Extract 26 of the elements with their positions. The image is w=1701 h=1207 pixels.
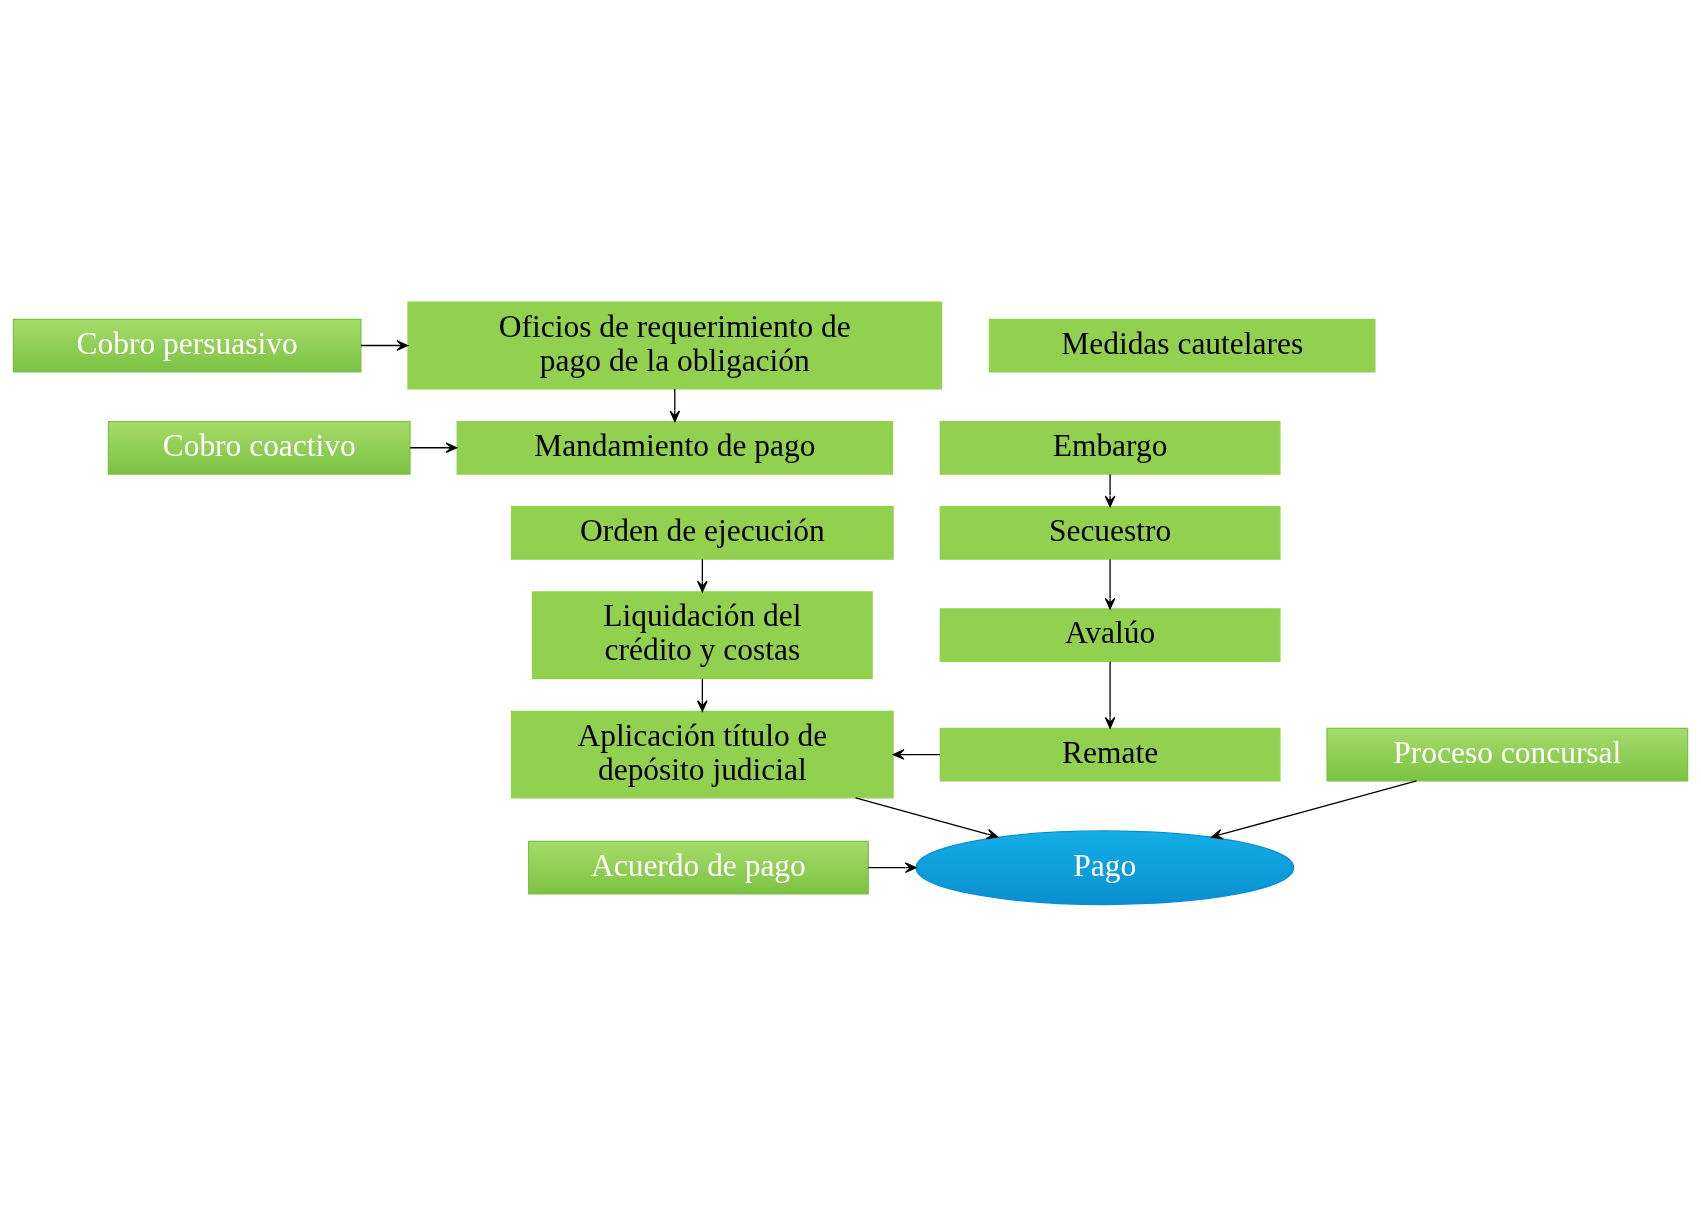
node-box: Liquidación del crédito y costas [531,591,873,680]
node-box: Remate [939,727,1281,782]
arrow [892,749,941,760]
node-box: Embargo [939,420,1281,475]
node-box: Cobro persuasivo [12,318,362,373]
arrow [696,678,708,712]
arrow [409,442,458,454]
node-box: Orden de ejecución [510,506,894,560]
node-box: Medidas cautelares [988,318,1376,373]
arrow [1104,661,1116,729]
node-box: Avalúo [939,608,1281,663]
node-box: Proceso concursal [1326,727,1689,782]
arrow [855,797,999,840]
arrow [867,862,917,874]
arrow [669,388,681,423]
node-box: Acuerdo de pago [528,840,869,895]
arrow [360,340,409,351]
node-box: Secuestro [939,506,1281,560]
arrow [1211,780,1418,840]
arrow [1104,558,1116,610]
node-box: Cobro coactivo [107,420,411,475]
node-box: Oficios de requerimiento de pago de la obligación [407,301,943,390]
node-box: Mandamiento de pago [456,420,894,475]
arrow [1104,473,1116,508]
node-box: Aplicación título de depósito judicial [510,710,894,799]
arrow [696,558,708,593]
